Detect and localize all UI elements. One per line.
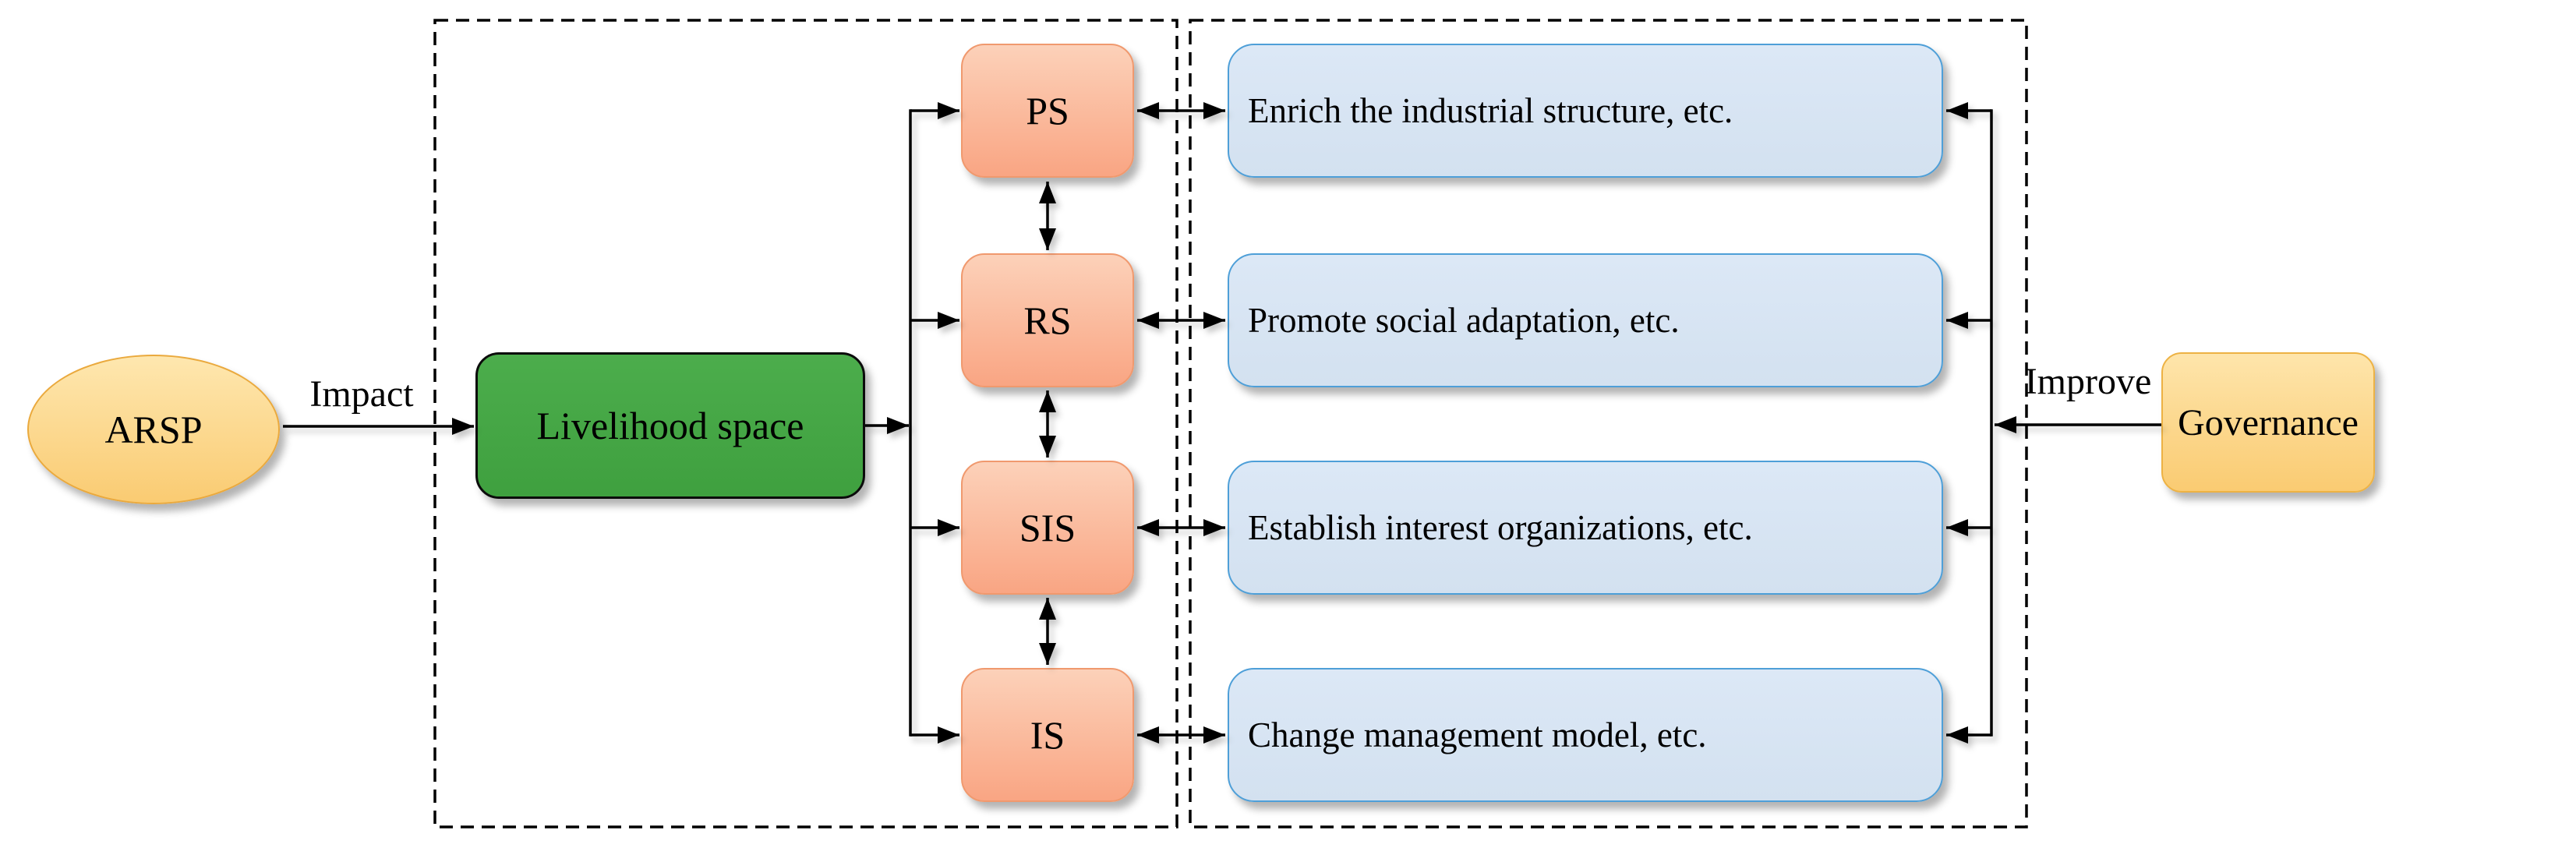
node-outcome-sis: Establish interest organizations, etc. (1228, 461, 1943, 595)
node-outcome-is-label: Change management model, etc. (1248, 715, 1707, 754)
node-outcome-is: Change management model, etc. (1228, 668, 1943, 802)
node-rs-label: RS (1023, 299, 1072, 342)
node-arsp: ARSP (27, 355, 280, 504)
edge-label-improve: Improve (2024, 361, 2152, 402)
node-sis-label: SIS (1019, 506, 1076, 549)
node-outcome-ps: Enrich the industrial structure, etc. (1228, 44, 1943, 178)
edge-label-impact: Impact (309, 373, 414, 415)
node-livelihood-space: Livelihood space (475, 352, 865, 499)
node-governance: Governance (2161, 352, 2375, 493)
node-outcome-ps-label: Enrich the industrial structure, etc. (1248, 91, 1733, 130)
node-is: IS (961, 668, 1134, 802)
node-outcome-rs-label: Promote social adaptation, etc. (1248, 301, 1680, 340)
node-outcome-sis-label: Establish interest organizations, etc. (1248, 508, 1753, 547)
node-arsp-label: ARSP (104, 408, 203, 451)
node-is-label: IS (1030, 713, 1065, 757)
node-outcome-rs: Promote social adaptation, etc. (1228, 253, 1943, 387)
node-rs: RS (961, 253, 1134, 387)
node-governance-label: Governance (2178, 401, 2359, 443)
node-livelihood-space-label: Livelihood space (536, 404, 804, 447)
node-ps-label: PS (1026, 89, 1069, 132)
node-sis: SIS (961, 461, 1134, 595)
node-ps: PS (961, 44, 1134, 178)
